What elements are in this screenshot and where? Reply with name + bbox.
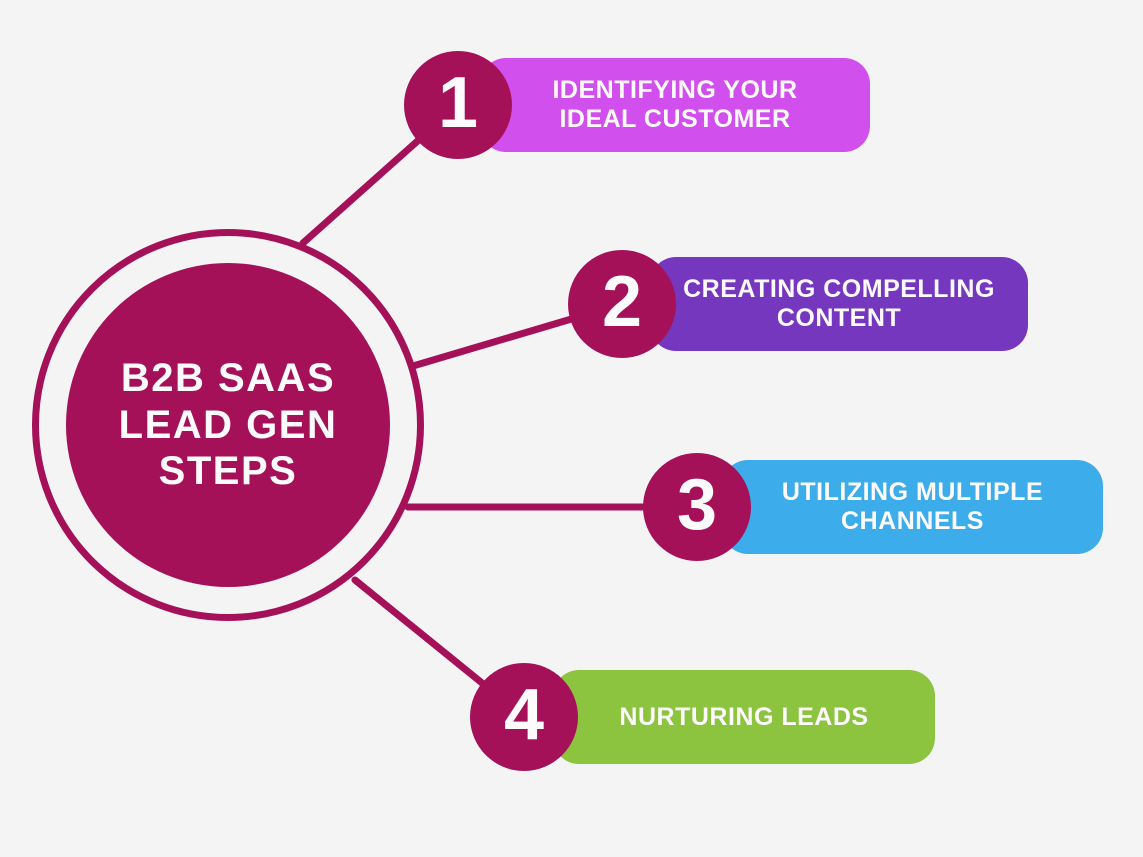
step-1-label: IDENTIFYING YOUR IDEAL CUSTOMER [480, 76, 870, 134]
center-title: B2B SAAS LEAD GEN STEPS [119, 355, 338, 495]
step-4-label-line1: NURTURING LEADS [619, 702, 869, 731]
step-1-number: 1 [437, 63, 479, 143]
step-2-number: 2 [601, 262, 643, 342]
step-2-label: CREATING COMPELLING CONTENT [650, 275, 1028, 333]
step-1-pill: IDENTIFYING YOUR IDEAL CUSTOMER [480, 58, 870, 152]
step-1-label-line2: IDEAL CUSTOMER [559, 105, 791, 133]
center-title-line2: LEAD GEN [118, 402, 338, 447]
step-4-pill: NURTURING LEADS [553, 670, 935, 764]
step-3-label-line2: CHANNELS [841, 507, 984, 535]
step-3-number: 3 [676, 465, 718, 545]
step-3-number-circle: 3 [643, 453, 751, 561]
center-outer-ring [32, 229, 424, 621]
step-4-label: NURTURING LEADS [553, 703, 935, 732]
step-2-label-line1: CREATING COMPELLING [683, 275, 995, 304]
step-2-pill: CREATING COMPELLING CONTENT [650, 257, 1028, 351]
step-2-number-circle: 2 [568, 250, 676, 358]
step-1-label-line1: IDENTIFYING YOUR [552, 76, 798, 105]
step-4-number-circle: 4 [470, 663, 578, 771]
center-circle: B2B SAAS LEAD GEN STEPS [66, 263, 390, 587]
center-title-line1: B2B SAAS [120, 355, 336, 400]
step-1-number-circle: 1 [404, 51, 512, 159]
step-3-pill: UTILIZING MULTIPLE CHANNELS [722, 460, 1103, 554]
step-2-label-line2: CONTENT [776, 304, 902, 332]
step-3-label-line1: UTILIZING MULTIPLE [781, 478, 1044, 507]
center-title-line3: STEPS [158, 449, 298, 494]
step-4-number: 4 [503, 675, 545, 755]
step-3-label: UTILIZING MULTIPLE CHANNELS [722, 478, 1103, 536]
